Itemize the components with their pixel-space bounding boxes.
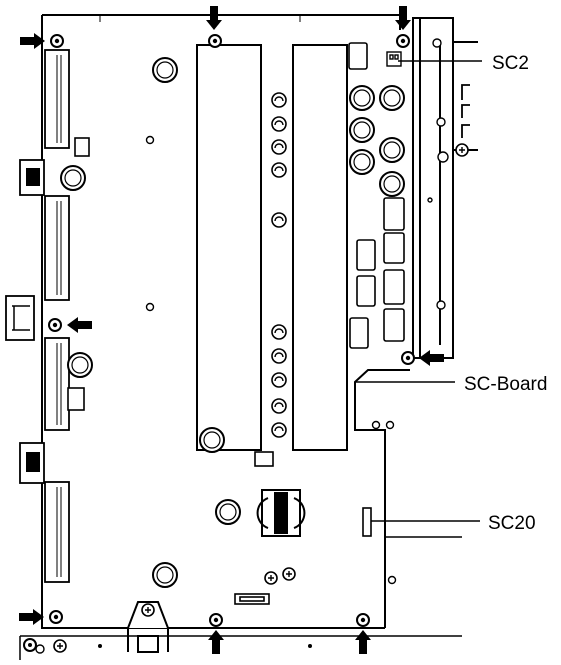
right-bracket xyxy=(413,18,478,358)
arrow-down-icon xyxy=(395,6,411,30)
bracket-holes xyxy=(428,39,448,309)
arrow-up-icon xyxy=(208,630,224,654)
heatsinks xyxy=(197,45,347,450)
screw-top-right-icon xyxy=(397,35,409,47)
arrow-left-icon xyxy=(67,317,92,333)
regulator-block xyxy=(258,490,305,536)
arrow-right-icon xyxy=(19,609,44,625)
arrow-up-icon xyxy=(355,630,371,654)
label-sc-board: SC-Board xyxy=(464,374,547,395)
screw-bottom-left-icon xyxy=(50,611,62,623)
arrow-left-icon xyxy=(419,350,444,366)
label-sc20: SC20 xyxy=(488,513,536,534)
label-sc2: SC2 xyxy=(492,53,529,74)
screw-top-center-icon xyxy=(209,35,221,47)
screw-top-left-icon xyxy=(51,35,63,47)
screw-bottom-right-icon xyxy=(357,614,369,626)
arrow-down-icon xyxy=(206,6,222,30)
screw-right-icon xyxy=(402,352,414,364)
screw-middle-left-icon xyxy=(49,319,61,331)
ring-components xyxy=(272,93,286,437)
side-plugs xyxy=(6,160,44,483)
bracket-screw-icon xyxy=(456,144,468,156)
bracket-tabs xyxy=(462,85,470,138)
screw-bottom-center-icon xyxy=(210,614,222,626)
sc2-connector xyxy=(387,52,401,66)
